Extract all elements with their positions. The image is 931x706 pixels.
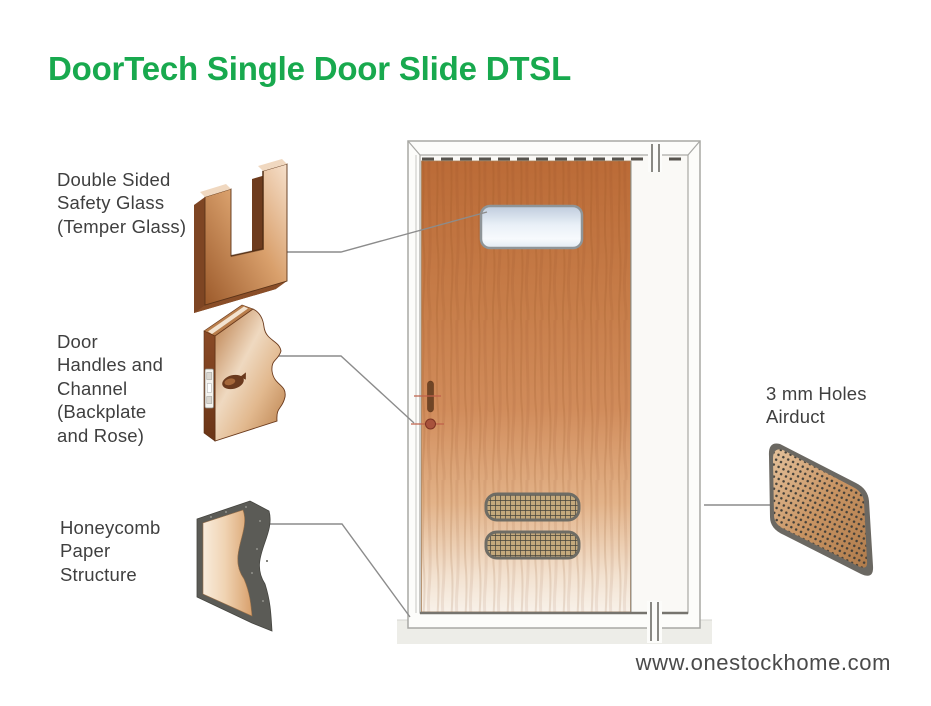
website-url: www.onestockhome.com (635, 650, 891, 675)
frame-mitre-right (687, 140, 701, 156)
lever-handle-icon (222, 372, 246, 390)
door-vent-upper (484, 492, 581, 522)
backplate (204, 368, 214, 409)
door-window (479, 204, 584, 250)
door-vent-lower (484, 530, 581, 560)
leader-lines (250, 211, 770, 618)
airduct-part (768, 443, 874, 576)
leader-handle (253, 355, 415, 424)
door-handle (411, 380, 444, 430)
honeycomb-part (196, 500, 273, 632)
door-knob (425, 418, 436, 430)
leader-glass (268, 211, 488, 253)
label-safety-glass: Double Sided Safety Glass (Temper Glass) (57, 169, 187, 237)
frame-mitre-left (407, 140, 421, 156)
door-handle-part (203, 304, 286, 442)
break-mark-top (648, 144, 662, 172)
label-door-handles: Door Handles and Channel (Backplate and … (57, 331, 164, 446)
door-vents (484, 492, 581, 560)
label-airduct: 3 mm Holes Airduct (766, 383, 867, 428)
page-title: DoorTech Single Door Slide DTSL (48, 50, 572, 87)
door-assembly (397, 140, 712, 644)
glass-channel-part (194, 159, 288, 313)
break-mark-bottom (647, 601, 662, 643)
leader-honeycomb (250, 523, 411, 618)
label-honeycomb: Honeycomb Paper Structure (60, 517, 161, 585)
